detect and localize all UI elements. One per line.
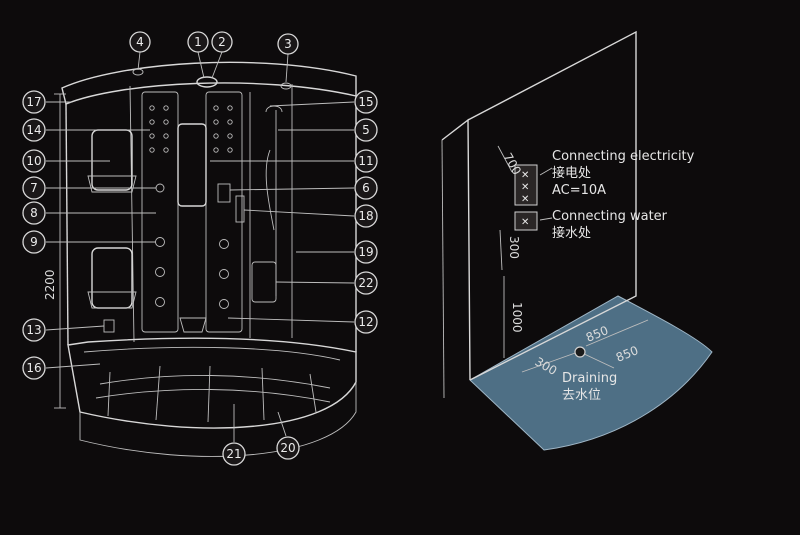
drain-label-en: Draining (562, 371, 617, 386)
foot-massager (179, 317, 207, 333)
drain-icon (574, 346, 586, 358)
dimension-lines (497, 145, 649, 373)
electricity-label-en: Connecting electricity (552, 149, 695, 164)
cabin-roof (61, 61, 357, 105)
callout-12: 12 (354, 310, 378, 334)
svg-text:4: 4 (136, 35, 144, 49)
svg-text:9: 9 (30, 235, 38, 249)
shower-hose (265, 149, 275, 231)
svg-text:8: 8 (30, 206, 38, 220)
water-box: ✕ (514, 211, 538, 231)
callout-5: 5 (354, 118, 378, 142)
svg-text:21: 21 (226, 447, 241, 461)
electricity-spec: AC=10A (552, 183, 606, 198)
svg-text:6: 6 (362, 181, 370, 195)
callout-19: 19 (354, 240, 378, 264)
drain-label-cn: 去水位 (562, 388, 601, 403)
shower-tray (67, 337, 357, 429)
shower-seat (251, 261, 277, 303)
shelf-lower (87, 247, 137, 309)
mirror-panel (177, 123, 207, 207)
tray-inner-edge (83, 346, 341, 361)
svg-text:10: 10 (26, 154, 41, 168)
mixer-valve (235, 195, 245, 223)
electricity-box: ✕ ✕ ✕ (514, 164, 538, 206)
callout-9: 9 (22, 230, 46, 254)
callout-15: 15 (354, 90, 378, 114)
electricity-label-cn: 接电处 (552, 165, 591, 181)
callout-20: 20 (276, 436, 300, 460)
callout-14: 14 (22, 118, 46, 142)
callout-17: 17 (22, 90, 46, 114)
svg-text:20: 20 (280, 441, 295, 455)
dim-1000: 1000 (510, 302, 524, 333)
control-box (217, 183, 231, 203)
svg-text:5: 5 (362, 123, 370, 137)
svg-text:14: 14 (26, 123, 41, 137)
callout-6: 6 (354, 176, 378, 200)
callout-10: 10 (22, 149, 46, 173)
callout-21: 21 (222, 442, 246, 466)
svg-text:17: 17 (26, 95, 41, 109)
svg-text:19: 19 (358, 245, 373, 259)
roof-vent-right (280, 82, 292, 90)
water-label-en: Connecting water (552, 209, 668, 224)
svg-text:22: 22 (358, 276, 373, 290)
callout-4: 4 (129, 31, 151, 53)
side-wall (441, 118, 471, 381)
callout-1: 1 (187, 31, 209, 53)
callout-8: 8 (22, 201, 46, 225)
svg-text:18: 18 (358, 209, 373, 223)
svg-text:2: 2 (218, 35, 226, 49)
floor-area (469, 295, 713, 451)
height-dimension-label: 2200 (43, 269, 57, 300)
svg-text:✕: ✕ (521, 170, 529, 181)
callout-11: 11 (354, 149, 378, 173)
callout-22: 22 (354, 271, 378, 295)
jet-panel-left (141, 91, 179, 333)
cabin-left-edge (65, 103, 69, 346)
svg-text:✕: ✕ (521, 182, 529, 193)
height-dimension: 2200 (43, 93, 66, 409)
svg-text:13: 13 (26, 323, 41, 337)
svg-text:3: 3 (284, 37, 292, 51)
callout-7: 7 (22, 176, 46, 200)
callout-13: 13 (22, 318, 46, 342)
tray-skirt (79, 382, 357, 457)
installation-plan: ✕ ✕ ✕ ✕ Connecting electricity 接电处 AC=10… (441, 30, 713, 451)
callout-18: 18 (354, 204, 378, 228)
shower-cabin: 2200 4 1 (22, 31, 378, 466)
svg-text:15: 15 (358, 95, 373, 109)
dim-300-top: 300 (507, 236, 521, 259)
svg-text:7: 7 (30, 181, 38, 195)
tray-drain-knob (103, 319, 115, 333)
back-wall (467, 30, 637, 381)
water-label-cn: 接水处 (552, 225, 591, 241)
svg-text:16: 16 (26, 361, 41, 375)
back-wall-left (129, 85, 135, 343)
svg-text:✕: ✕ (521, 194, 529, 205)
roof-light-icon (196, 76, 218, 88)
svg-text:✕: ✕ (521, 217, 529, 228)
callout-leaders (45, 51, 355, 442)
svg-text:12: 12 (358, 315, 373, 329)
side-wall-edge (441, 139, 445, 399)
svg-text:11: 11 (358, 154, 373, 168)
svg-text:1: 1 (194, 35, 202, 49)
floor-slats (95, 365, 331, 423)
callout-2: 2 (211, 31, 233, 53)
callout-3: 3 (277, 33, 299, 55)
shower-head-icon (265, 105, 283, 113)
callout-16: 16 (22, 356, 46, 380)
jet-panel-right (205, 91, 243, 333)
